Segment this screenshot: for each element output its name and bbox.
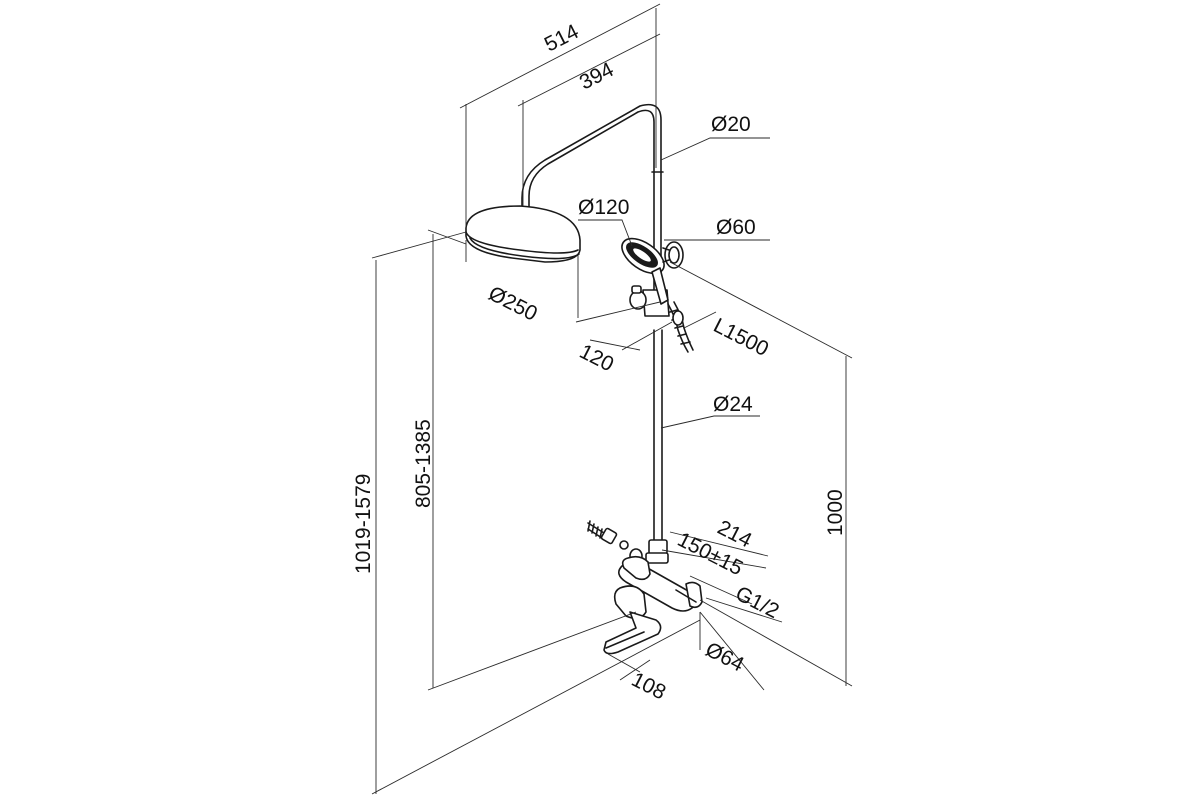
- label-diameter-24: Ø24: [713, 393, 753, 416]
- mixer-body: [613, 555, 703, 620]
- dimension-labels: 514 394 Ø20 Ø120 Ø60 Ø250 120 L1500 Ø24 …: [352, 20, 847, 704]
- rain-shower-head: [465, 205, 581, 263]
- label-g1-2: G1/2: [732, 582, 783, 623]
- label-l1500: L1500: [710, 314, 772, 361]
- label-diameter-20: Ø20: [711, 113, 751, 136]
- dim-line-514: [459, 3, 661, 109]
- dimension-lines: [371, 3, 853, 795]
- wall-bracket: [662, 241, 684, 269]
- label-394: 394: [576, 58, 618, 95]
- label-120: 120: [576, 340, 618, 376]
- label-diameter-250: Ø250: [485, 282, 541, 326]
- label-diameter-60: Ø60: [716, 216, 756, 239]
- eccentric-connector: [587, 520, 629, 550]
- label-805-1385: 805-1385: [412, 419, 435, 508]
- label-diameter-64: Ø64: [702, 638, 748, 677]
- shower-system-illustration: [465, 103, 703, 655]
- label-diameter-120: Ø120: [578, 196, 629, 219]
- dim-line-394: [517, 33, 661, 107]
- label-1000: 1000: [824, 489, 847, 536]
- dim-line-120: [575, 301, 661, 323]
- label-108: 108: [628, 668, 670, 704]
- shower-hose: [667, 301, 694, 353]
- mixer-spout: [603, 611, 662, 655]
- lower-riser-pipe: [653, 329, 663, 549]
- label-1019-1579: 1019-1579: [352, 474, 375, 574]
- label-514: 514: [541, 20, 583, 57]
- hand-shower: [621, 237, 669, 305]
